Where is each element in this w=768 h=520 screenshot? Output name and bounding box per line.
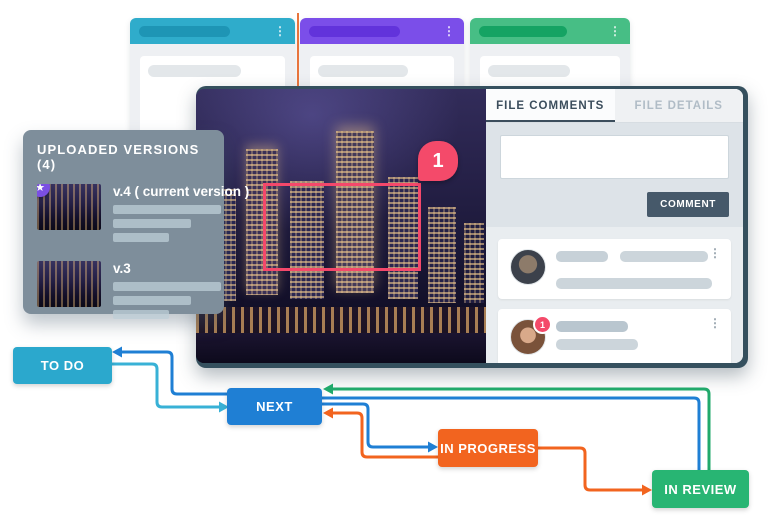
card-text-placeholder xyxy=(318,65,408,77)
building-silhouette xyxy=(336,131,374,293)
column-drag-indicator xyxy=(297,13,299,89)
comment-menu-icon[interactable]: ⋮ xyxy=(709,316,721,330)
version-meta-placeholder xyxy=(113,205,221,214)
comment-card-2: ⋮ 1 xyxy=(498,309,731,363)
uploaded-versions-panel: UPLOADED VERSIONS (4) ★ v.4 ( current ve… xyxy=(23,130,249,319)
column-header: ⋮ xyxy=(470,18,630,44)
comments-list: ⋮ ⋮ 1 xyxy=(486,227,743,363)
arrowhead xyxy=(112,346,122,358)
comment-submit-button[interactable]: COMMENT xyxy=(647,192,729,217)
arrow-next-to-inprogress xyxy=(322,402,428,449)
version-thumbnail[interactable]: ★ xyxy=(37,184,101,230)
column-menu-icon[interactable]: ⋮ xyxy=(609,24,621,38)
file-review-window: 1 FILE COMMENTS FILE DETAILS COMMENT ⋮ xyxy=(196,86,748,368)
timestamp-placeholder xyxy=(556,339,638,350)
arrowhead xyxy=(642,484,652,496)
author-name-placeholder xyxy=(556,251,608,262)
comment-text-placeholder xyxy=(556,278,713,289)
file-preview-image[interactable]: 1 xyxy=(196,89,486,363)
building-silhouette xyxy=(290,181,324,299)
water xyxy=(196,333,486,363)
version-meta-placeholder xyxy=(113,296,191,305)
board-column-3: ⋮ xyxy=(470,18,630,90)
arrow-inprogress-to-next xyxy=(333,411,438,459)
annotation-rectangle[interactable] xyxy=(263,183,421,271)
board-card[interactable] xyxy=(480,56,620,90)
column-menu-icon[interactable]: ⋮ xyxy=(274,24,286,38)
version-meta-placeholder xyxy=(113,310,169,319)
version-meta-placeholder xyxy=(113,282,221,291)
version-item-current[interactable]: ★ v.4 ( current version ) xyxy=(37,184,249,247)
card-text-placeholder xyxy=(488,65,570,77)
comment-card-1: ⋮ xyxy=(498,239,731,299)
column-title-placeholder xyxy=(479,25,568,37)
version-meta-placeholder xyxy=(113,219,191,228)
comment-menu-icon[interactable]: ⋮ xyxy=(709,246,721,260)
status-button-in-review[interactable]: IN REVIEW xyxy=(652,470,749,508)
version-item-3[interactable]: v.3 xyxy=(37,261,221,324)
column-title-placeholder xyxy=(309,25,400,37)
annotation-count-badge: 1 xyxy=(533,315,552,334)
author-name-placeholder xyxy=(556,321,628,332)
card-text-placeholder xyxy=(148,65,241,77)
versions-panel-title: UPLOADED VERSIONS (4) xyxy=(37,142,200,172)
arrowhead xyxy=(428,441,438,453)
version-label: v.4 ( current version ) xyxy=(113,184,250,199)
comment-compose-section: COMMENT xyxy=(486,123,743,227)
arrowhead xyxy=(323,407,333,419)
building-silhouette xyxy=(464,223,484,303)
avatar: 1 xyxy=(510,315,552,355)
annotation-marker-badge[interactable]: 1 xyxy=(418,141,458,181)
column-title-placeholder xyxy=(139,25,231,37)
column-menu-icon[interactable]: ⋮ xyxy=(443,24,455,38)
timestamp-placeholder xyxy=(620,251,709,262)
building-silhouette xyxy=(428,207,456,303)
version-meta-placeholder xyxy=(113,233,169,242)
status-button-todo[interactable]: TO DO xyxy=(13,347,112,384)
column-header: ⋮ xyxy=(300,18,464,44)
file-side-panel: FILE COMMENTS FILE DETAILS COMMENT ⋮ xyxy=(486,89,743,363)
panel-tabs: FILE COMMENTS FILE DETAILS xyxy=(486,89,743,123)
arrow-todo-to-next xyxy=(112,362,219,409)
board-column-2: ⋮ xyxy=(300,18,464,104)
tab-file-details[interactable]: FILE DETAILS xyxy=(614,89,743,122)
current-version-star-icon: ★ xyxy=(37,184,50,197)
arrowhead xyxy=(323,383,333,395)
column-body xyxy=(470,44,630,90)
version-thumbnail[interactable] xyxy=(37,261,101,307)
column-header: ⋮ xyxy=(130,18,295,44)
tab-file-comments[interactable]: FILE COMMENTS xyxy=(486,89,615,122)
comment-input[interactable] xyxy=(500,135,729,179)
arrow-inprogress-to-inreview xyxy=(537,446,642,492)
version-label: v.3 xyxy=(113,261,131,276)
waterfront-lights xyxy=(196,307,486,333)
status-button-in-progress[interactable]: IN PROGRESS xyxy=(438,429,538,467)
status-button-next[interactable]: NEXT xyxy=(227,388,322,425)
avatar xyxy=(510,249,546,285)
building-silhouette xyxy=(388,177,418,299)
